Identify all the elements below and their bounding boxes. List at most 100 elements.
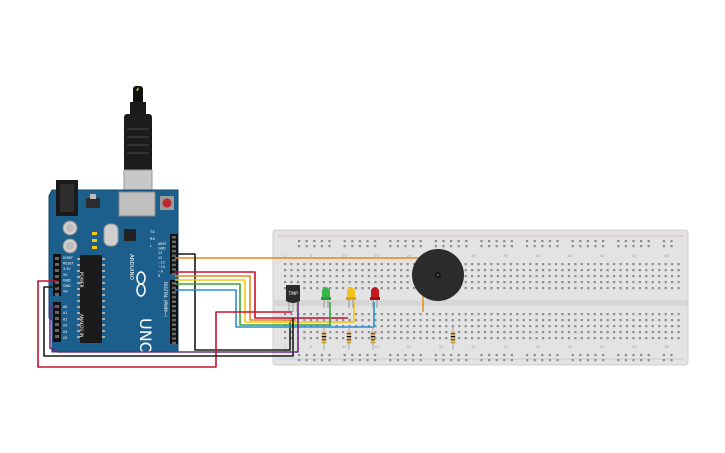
breadboard-hole (503, 263, 506, 266)
breadboard-hole (548, 275, 551, 278)
breadboard-hole (464, 269, 467, 272)
breadboard-hole (617, 240, 620, 243)
breadboard-hole (413, 287, 416, 290)
breadboard-hole (638, 337, 641, 340)
resistor (346, 326, 352, 350)
breadboard-hole (516, 325, 519, 328)
breadboard-hole (432, 313, 435, 316)
analog-pin-label: A2 (63, 317, 67, 321)
column-number: 45 (568, 254, 572, 258)
breadboard-hole (587, 263, 590, 266)
header-pin (55, 281, 59, 284)
breadboard-hole (464, 337, 467, 340)
breadboard-hole (400, 325, 403, 328)
breadboard-hole (413, 325, 416, 328)
breadboard-hole (380, 275, 383, 278)
breadboard-hole (465, 354, 468, 357)
breadboard-hole (625, 331, 629, 334)
chip-leg (77, 300, 80, 302)
atmega-chip (80, 255, 102, 343)
breadboard-hole (471, 281, 474, 284)
small-chip (124, 229, 136, 241)
breadboard-hole (374, 275, 377, 278)
breadboard-hole (387, 263, 390, 266)
breadboard-hole (606, 281, 609, 284)
breadboard-hole (380, 337, 383, 340)
breadboard-hole (662, 245, 665, 248)
breadboard-hole (477, 275, 480, 278)
breadboard-hole (322, 263, 325, 266)
breadboard-hole (358, 359, 361, 362)
breadboard-hole (548, 240, 551, 243)
breadboard-hole (542, 263, 545, 266)
digital-pin-label: ~9 (158, 270, 163, 274)
breadboard-hole (535, 263, 538, 266)
chip-leg (102, 318, 105, 320)
breadboard-hole (480, 359, 483, 362)
breadboard-hole (483, 269, 487, 272)
reset-button[interactable] (160, 196, 174, 210)
breadboard-hole (567, 325, 570, 328)
breadboard-hole (335, 263, 338, 266)
breadboard-hole (374, 354, 377, 357)
resistor (321, 326, 327, 350)
breadboard-hole (542, 325, 545, 328)
breadboard-hole (613, 269, 616, 272)
resistors (321, 326, 456, 350)
breadboard-hole (647, 245, 650, 248)
breadboard-hole (342, 269, 345, 272)
breadboard-hole (600, 281, 603, 284)
breadboard-hole (625, 337, 629, 340)
breadboard-hole (284, 325, 287, 328)
column-number: 1 (284, 345, 286, 349)
wire-orange-pin11 (175, 275, 296, 321)
breadboard-hole (342, 313, 345, 316)
column-number: 35 (503, 254, 507, 258)
breadboard-hole (413, 319, 416, 322)
breadboard-hole (503, 337, 506, 340)
header-pin (172, 245, 176, 248)
breadboard-hole (638, 269, 641, 272)
breadboard-hole (374, 359, 377, 362)
column-number: 15 (374, 254, 378, 258)
column-number: 15 (374, 345, 378, 349)
breadboard-hole (662, 240, 665, 243)
breadboard-hole (567, 281, 570, 284)
breadboard-hole (471, 263, 474, 266)
breadboard-hole (516, 269, 519, 272)
breadboard-hole (671, 313, 674, 316)
breadboard-hole (600, 325, 603, 328)
wire-yellow (175, 279, 355, 323)
breadboard-hole (477, 313, 480, 316)
breadboard-hole (580, 281, 583, 284)
header-pin (55, 275, 59, 278)
breadboard-hole (535, 331, 538, 334)
wire-black-gnd (43, 286, 294, 357)
breadboard-hole (488, 359, 491, 362)
breadboard-hole (335, 325, 338, 328)
breadboard-hole (516, 281, 519, 284)
breadboard-hole (290, 263, 293, 266)
breadboard-hole (412, 240, 415, 243)
breadboard-hole (647, 240, 650, 243)
breadboard-hole (526, 245, 529, 248)
breadboard-hole (464, 313, 467, 316)
breadboard-hole (419, 359, 422, 362)
breadboard-hole (342, 287, 345, 290)
breadboard-hole (496, 269, 499, 272)
breadboard-hole (651, 313, 654, 316)
breadboard-hole (367, 287, 370, 290)
breadboard-hole (671, 281, 674, 284)
breadboard-hole (548, 319, 551, 322)
breadboard-hole (632, 319, 635, 322)
breadboard-hole (335, 319, 338, 322)
breadboard-hole (284, 287, 287, 290)
crystal (103, 223, 119, 247)
breadboard-hole (645, 331, 648, 334)
header-pin (55, 323, 59, 326)
breadboard-hole (533, 354, 536, 357)
breadboard-hole (625, 263, 629, 266)
breadboard-hole (404, 359, 407, 362)
breadboard-hole (342, 319, 345, 322)
column-number: 20 (407, 254, 411, 258)
